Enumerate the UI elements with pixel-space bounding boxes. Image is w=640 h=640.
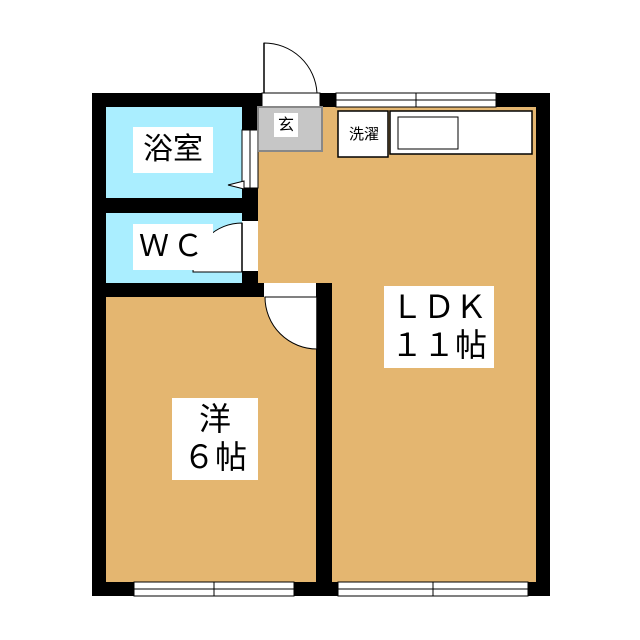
genkan-step [257,106,323,152]
western-door-opening [264,283,316,297]
entrance-opening [261,92,321,108]
bath-label: 浴室 [133,127,213,173]
wall-western-ldk [316,283,332,596]
ldk-name: ＬＤＫ [390,288,487,326]
wall-wc-western [92,283,258,297]
washer-label: 洗濯 [341,121,387,147]
wc-label: ＷＣ [133,224,213,270]
bath-door-marker [227,180,245,190]
ldk-label: ＬＤＫ １１帖 [384,286,494,368]
western-room-label: 洋 ６帖 [172,398,258,480]
entrance-door-swing [263,42,318,94]
western-room-size: ６帖 [182,438,247,476]
genkan-label: 玄 [274,113,298,137]
western-room-name: 洋 [198,400,231,438]
wc-door-opening [242,221,258,271]
wall-bath-wc [92,198,242,213]
ldk-size: １１帖 [390,326,487,364]
kitchen-sink [397,116,459,150]
